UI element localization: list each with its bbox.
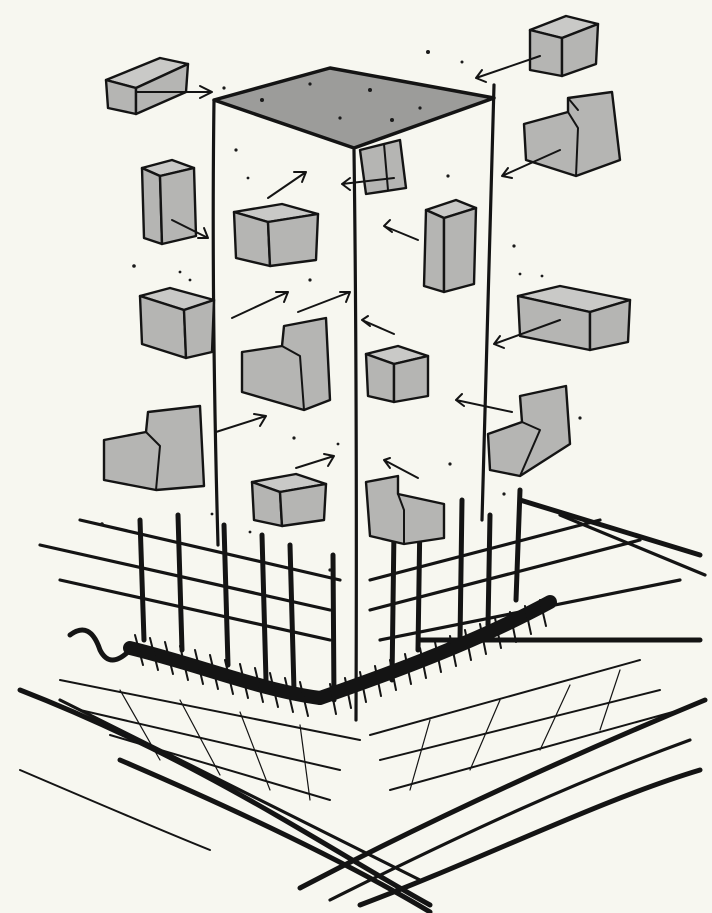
tower-roof [214,68,494,148]
ground-lines [20,500,705,912]
